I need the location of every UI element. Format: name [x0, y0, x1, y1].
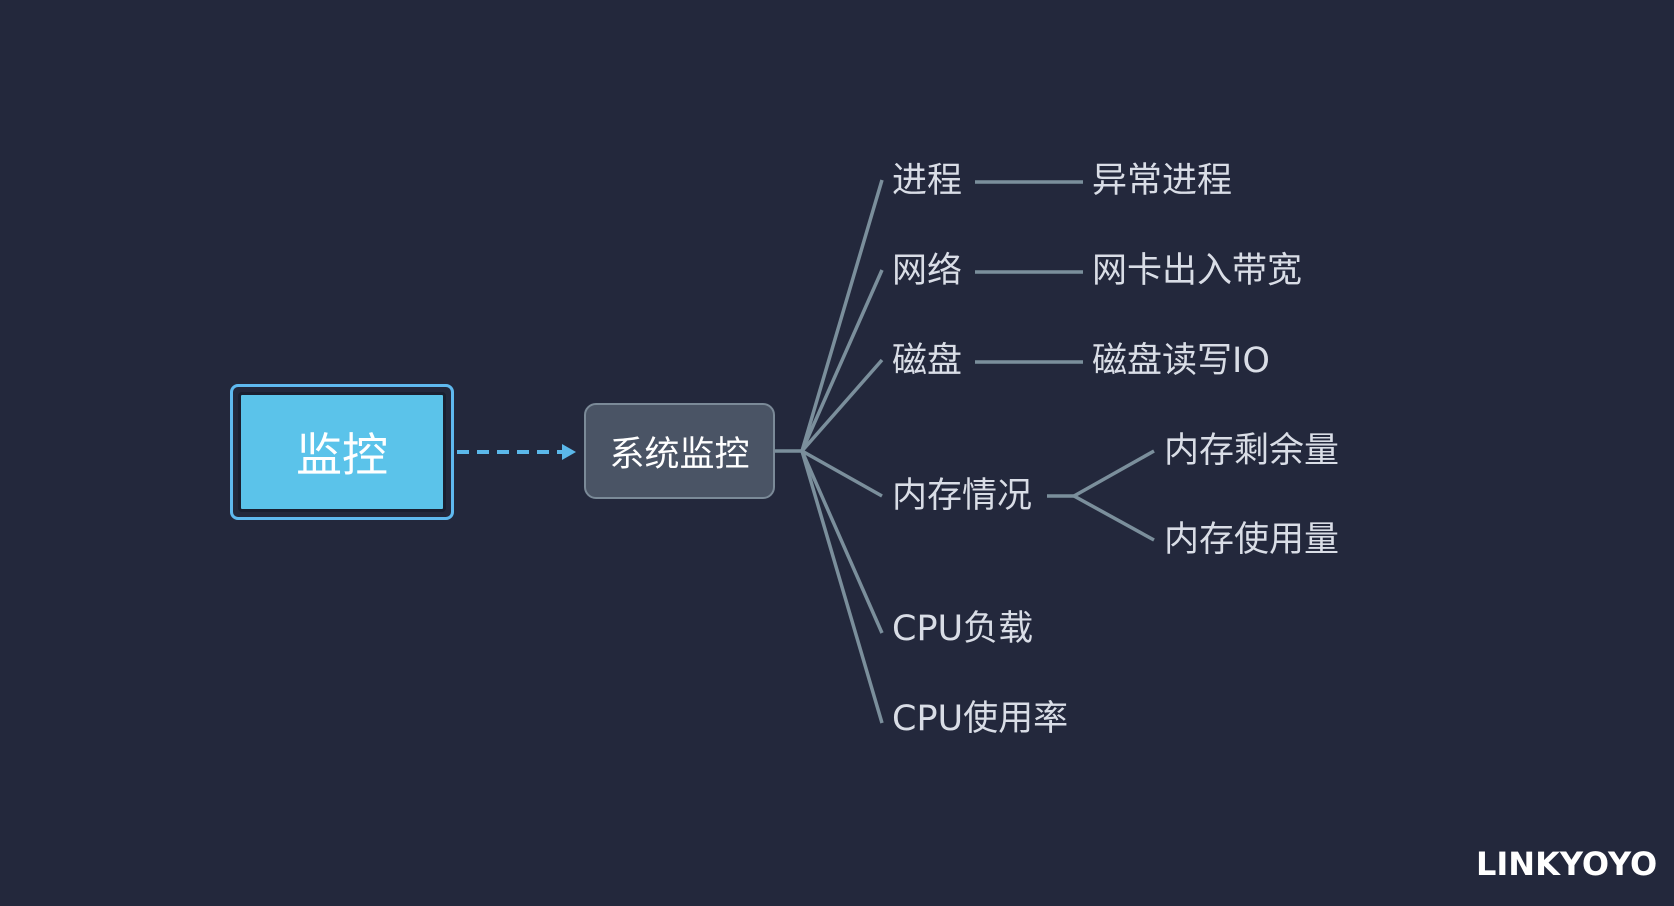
branch-memory[interactable]: 内存情况 [892, 476, 1033, 516]
branch-process[interactable]: 进程 [892, 161, 963, 201]
leaf-memory-used[interactable]: 内存使用量 [1164, 520, 1340, 560]
hub-to-branch-network [800, 269, 884, 452]
hub-to-branch-process [800, 179, 884, 452]
root-to-system-arrowhead [562, 444, 576, 460]
memory-to-used-line [1073, 494, 1155, 542]
hub-to-branch-memory [801, 449, 883, 498]
memory-to-free-line [1073, 449, 1155, 498]
root-node[interactable]: 监控 [230, 384, 454, 520]
leaf-abnormal-process[interactable]: 异常进程 [1092, 161, 1233, 201]
leaf-nic-bandwidth[interactable]: 网卡出入带宽 [1092, 251, 1303, 291]
root-node-label: 监控 [238, 392, 446, 512]
linkyoyo-logo: LINKYOYO [1476, 845, 1658, 883]
system-monitor-node[interactable]: 系统监控 [584, 403, 775, 499]
hub-to-branch-disk [800, 358, 884, 453]
branch-cpu-usage[interactable]: CPU使用率 [892, 699, 1069, 739]
leaf-memory-free[interactable]: 内存剩余量 [1164, 431, 1340, 471]
hub-to-branch-cpu-load [800, 450, 884, 634]
leaf-disk-io[interactable]: 磁盘读写IO [1092, 341, 1270, 381]
branch-cpu-load[interactable]: CPU负载 [892, 609, 1034, 649]
branch-network[interactable]: 网络 [892, 251, 963, 291]
branch-disk[interactable]: 磁盘 [892, 341, 963, 381]
hub-to-branch-cpu-usage [800, 450, 884, 724]
